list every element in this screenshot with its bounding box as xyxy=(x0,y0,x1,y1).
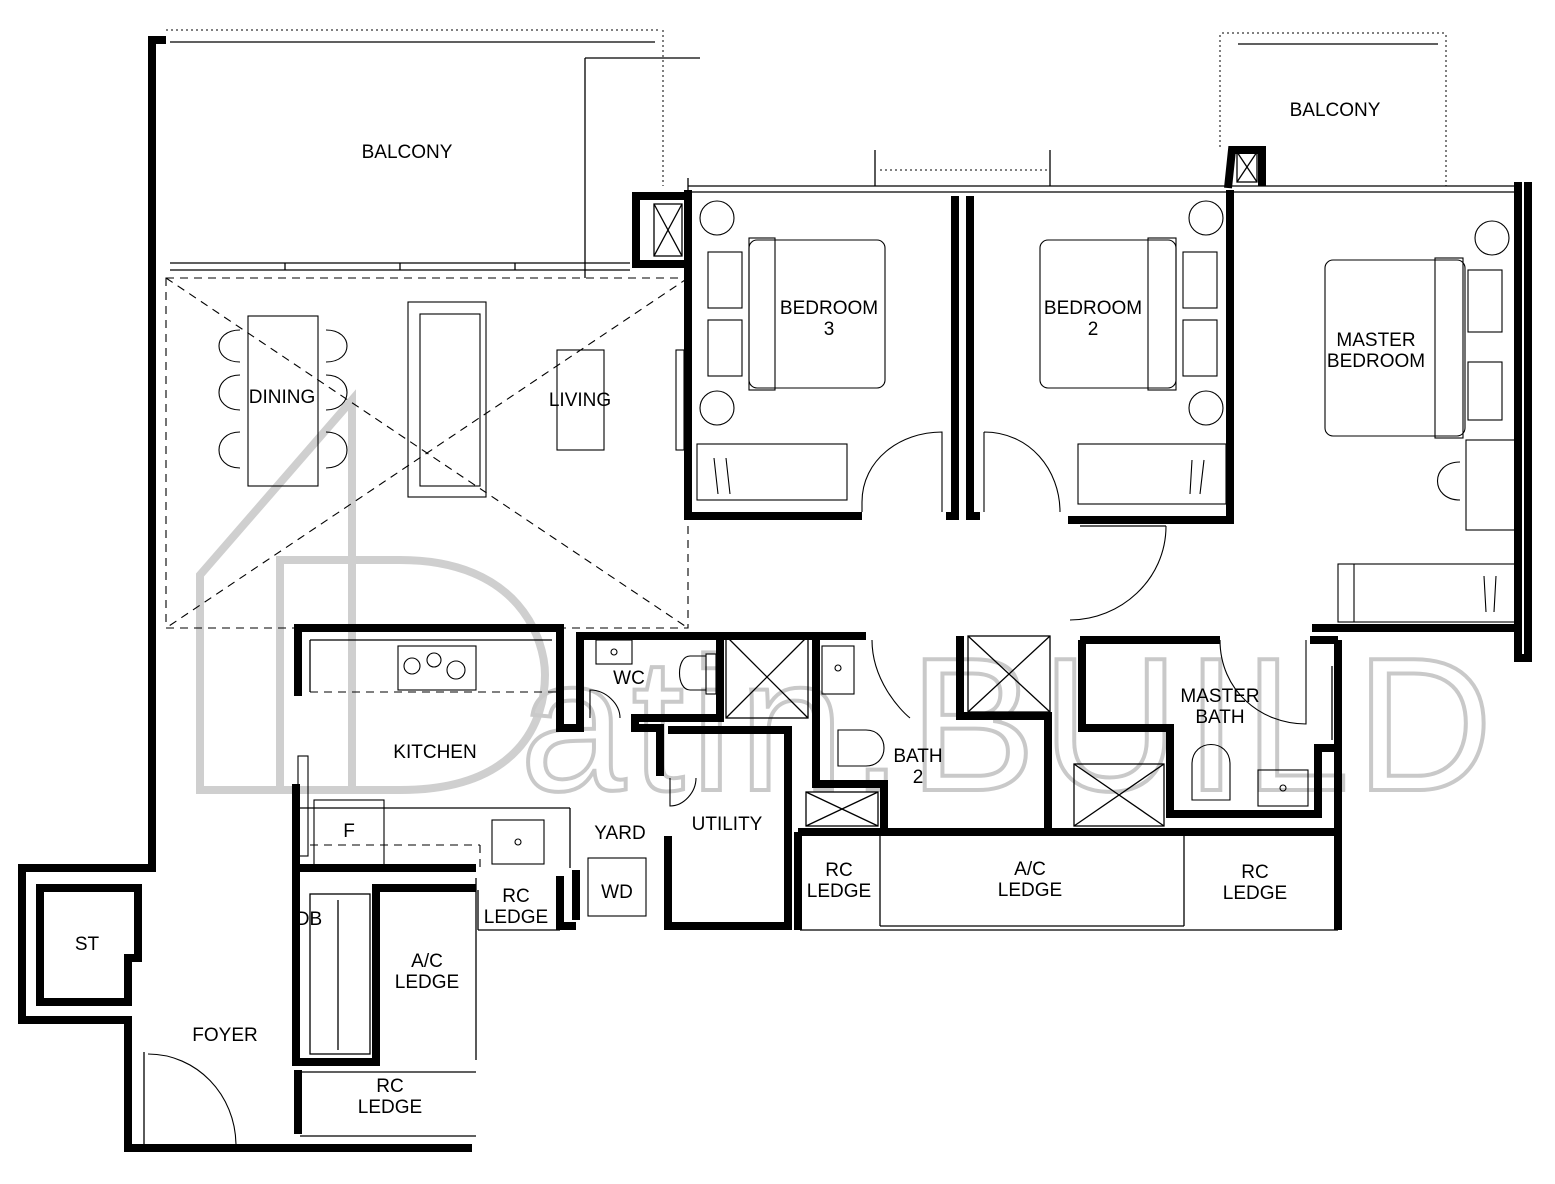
ducts xyxy=(309,635,1165,1055)
room-labels: BALCONY BALCONY DINING LIVING BEDROOM 3 … xyxy=(75,100,1425,1118)
bedroom2-furniture xyxy=(983,200,1227,513)
label-bath2-l1: BATH xyxy=(893,746,942,767)
label-bedroom3-l1: BEDROOM xyxy=(780,298,878,319)
label-foyer: FOYER xyxy=(192,1025,257,1046)
label-kitchen: KITCHEN xyxy=(393,742,476,763)
kitchen-fittings xyxy=(297,639,647,917)
label-balcony-living: BALCONY xyxy=(362,142,453,163)
dining-table xyxy=(218,315,348,487)
exterior-walls xyxy=(18,36,1532,1152)
label-ac-ledge-bath-l1: A/C xyxy=(1014,859,1046,880)
label-wd: WD xyxy=(601,882,633,903)
wc-fittings xyxy=(589,639,717,807)
label-rc-ledge-bath-l2: LEDGE xyxy=(807,881,871,902)
label-rc-ledge-foyer-l1: RC xyxy=(376,1076,403,1097)
master-bedroom-furniture xyxy=(1324,220,1519,623)
label-master-bath-l1: MASTER xyxy=(1180,686,1259,707)
label-wc: WC xyxy=(613,668,645,689)
bedroom-walls xyxy=(632,150,1520,524)
label-ac-ledge-foyer-l2: LEDGE xyxy=(395,972,459,993)
label-bedroom2-l2: 2 xyxy=(1088,319,1099,340)
label-rc-ledge-yard-l1: RC xyxy=(502,886,529,907)
label-rc-ledge-bath-l1: RC xyxy=(825,860,852,881)
label-bedroom3-l2: 3 xyxy=(824,319,835,340)
dashed-overhead xyxy=(165,277,689,868)
label-master-bath-l2: BATH xyxy=(1195,707,1244,728)
label-rc-ledge-master-l1: RC xyxy=(1241,862,1268,883)
label-master-bedroom-l1: MASTER xyxy=(1336,330,1415,351)
label-yard: YARD xyxy=(594,823,645,844)
label-living: LIVING xyxy=(549,390,611,411)
entrance-door xyxy=(143,1052,237,1150)
label-rc-ledge-yard-l2: LEDGE xyxy=(484,907,548,928)
label-balcony-master: BALCONY xyxy=(1290,100,1381,121)
label-db: DB xyxy=(296,909,322,930)
bedroom3-furniture xyxy=(696,200,943,512)
kitchen-walls xyxy=(292,624,1340,1137)
label-dining: DINING xyxy=(249,387,316,408)
label-ac-ledge-foyer-l1: A/C xyxy=(411,951,443,972)
bath2-fittings xyxy=(821,639,911,767)
label-bedroom2-l1: BEDROOM xyxy=(1044,298,1142,319)
label-utility: UTILITY xyxy=(692,814,763,835)
label-rc-ledge-master-l2: LEDGE xyxy=(1223,883,1287,904)
label-rc-ledge-foyer-l2: LEDGE xyxy=(358,1097,422,1118)
master-door xyxy=(1069,525,1167,621)
balcony-sliding-door xyxy=(170,57,700,278)
label-bath2-l2: 2 xyxy=(913,767,924,788)
label-st: ST xyxy=(75,934,100,955)
label-fridge: F xyxy=(343,821,355,842)
watermark-text: atin.BUILD xyxy=(520,619,1499,831)
watermark-logo xyxy=(196,389,550,794)
balcony-railings xyxy=(166,29,1447,186)
label-master-bedroom-l2: BEDROOM xyxy=(1327,351,1425,372)
label-ac-ledge-bath-l2: LEDGE xyxy=(998,880,1062,901)
master-bath-fittings xyxy=(1191,639,1309,807)
